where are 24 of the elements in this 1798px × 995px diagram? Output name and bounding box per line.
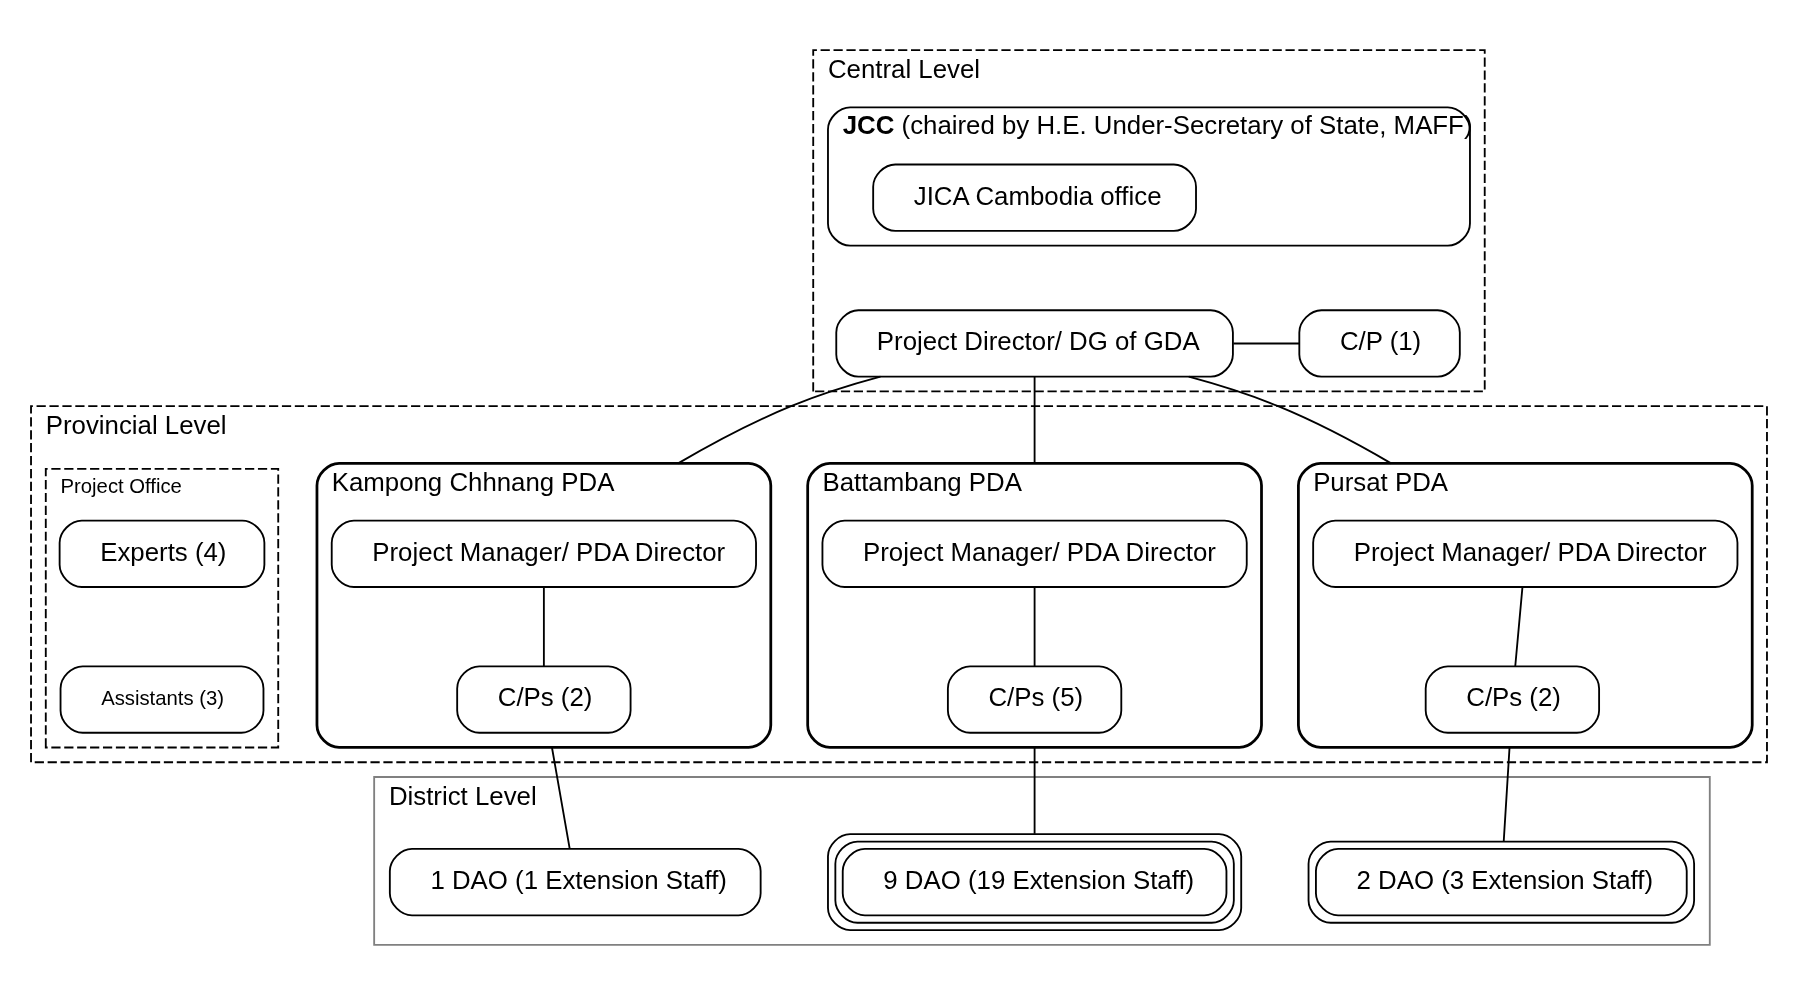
connector xyxy=(1502,746,1511,842)
node-box: 2 DAO (3 Extension Staff) xyxy=(1307,840,1696,924)
node-box: Project Director/ DG of GDA xyxy=(835,309,1234,378)
node-box: Project Manager/ PDA Director xyxy=(330,519,757,588)
node-box: JICA Cambodia office xyxy=(872,163,1197,232)
connector xyxy=(1033,375,1036,465)
node-box: Assistants (3) xyxy=(59,665,265,734)
connector xyxy=(542,586,545,668)
connector xyxy=(1033,586,1036,668)
connector xyxy=(677,375,882,465)
connector xyxy=(1232,342,1300,345)
node-box: 1 DAO (1 Extension Staff) xyxy=(388,848,762,917)
connector xyxy=(551,746,571,850)
node-box: C/P (1) xyxy=(1298,309,1461,378)
connector xyxy=(1187,375,1393,465)
node-box: Experts (4) xyxy=(58,519,266,588)
node-box: Project Manager/ PDA Director xyxy=(821,519,1248,588)
node-box: Project Manager/ PDA Director xyxy=(1312,519,1739,588)
node-box: C/Ps (2) xyxy=(1424,665,1600,734)
node-box: C/Ps (5) xyxy=(946,665,1123,734)
node-box: C/Ps (2) xyxy=(456,665,632,734)
connector xyxy=(1033,746,1036,835)
node-box: 9 DAO (19 Extension Staff) xyxy=(827,833,1243,931)
connector xyxy=(1514,586,1524,668)
